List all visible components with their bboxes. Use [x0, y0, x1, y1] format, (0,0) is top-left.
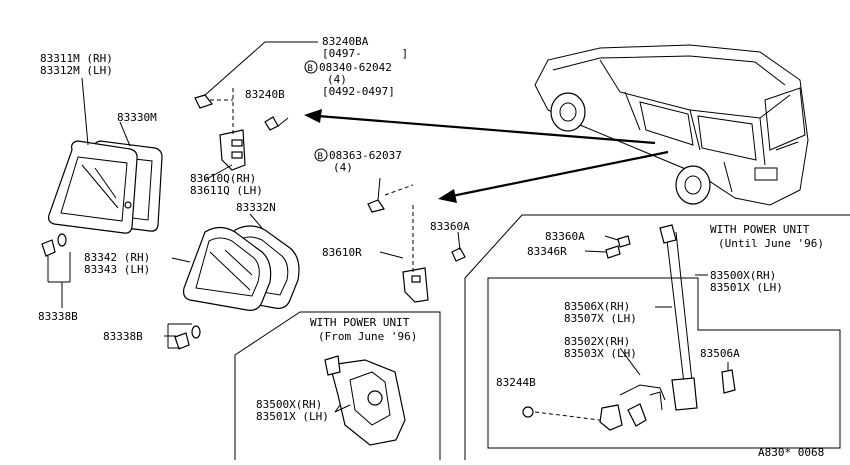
label-83501x-a: 83501X (LH): [710, 281, 783, 294]
power-until-title: WITH POWER UNIT: [710, 223, 810, 236]
label-83312m: 83312M (LH): [40, 64, 113, 77]
label-83501x-b: 83501X (LH): [256, 410, 329, 423]
bolt-b-lower: B: [318, 152, 323, 162]
label-83610r: 83610R: [322, 246, 362, 259]
label-83244b: 83244B: [496, 376, 536, 389]
rear-quarter-glass-assembly: [183, 225, 300, 311]
label-83332n: 83332N: [236, 201, 276, 214]
label-83240ba-date: [0497- ]: [322, 47, 408, 60]
label-83502x: 83502X(RH): [564, 335, 630, 348]
bolt-b-upper: B: [308, 64, 313, 74]
label-83338b-a: 83338B: [38, 310, 78, 323]
label-08340-qty: (4): [327, 73, 347, 86]
label-83330m: 83330M: [117, 111, 157, 124]
callout-arrows: [304, 109, 669, 203]
label-83503x: 83503X (LH): [564, 347, 637, 360]
clip-83338b-a: [41, 233, 71, 308]
label-83506x: 83506X(RH): [564, 300, 630, 313]
upper-hinge-bracket: [194, 41, 318, 171]
label-83500x-a: 83500X(RH): [710, 269, 776, 282]
label-08363: 08363-62037: [329, 149, 402, 162]
label-83360a-b: 83360A: [545, 230, 585, 243]
label-83346r: 83346R: [527, 245, 567, 258]
power-unit-from-box: [234, 311, 441, 460]
label-83338b-b: 83338B: [103, 330, 143, 343]
label-83342: 83342 (RH): [84, 251, 150, 264]
label-83360a-a: 83360A: [430, 220, 470, 233]
leader-lines: [81, 77, 341, 413]
quarter-glass-assembly: [47, 140, 163, 234]
power-unit-until-box: [464, 214, 850, 460]
label-08340: 08340-62042: [319, 61, 392, 74]
power-until-note: (Until June '96): [718, 237, 824, 250]
power-from-note: (From June '96): [318, 330, 417, 343]
arrow-head-upper: [304, 109, 322, 123]
label-83610q: 83610Q(RH): [190, 172, 256, 185]
lower-hinge-bracket: [367, 177, 466, 303]
power-from-title: WITH POWER UNIT: [310, 316, 410, 329]
diagram-code: A830* 0068: [758, 446, 824, 459]
bolt-b-marker-upper: [304, 60, 318, 74]
label-08363-qty: (4): [333, 161, 353, 174]
bolt-b-marker-lower: [314, 148, 328, 162]
label-83240ba: 83240BA: [322, 35, 369, 48]
label-83240b: 83240B: [245, 88, 285, 101]
part-labels: 83311M (RH) 83312M (LH) 83330M 83338B 83…: [38, 35, 783, 423]
arrow-head-lower: [438, 189, 457, 203]
label-83500x-b: 83500X(RH): [256, 398, 322, 411]
clip-83338b-b: [164, 323, 201, 350]
box-titles: WITH POWER UNIT (Until June '96) WITH PO…: [310, 223, 824, 343]
vehicle-illustration: [534, 44, 809, 206]
label-83507x: 83507X (LH): [564, 312, 637, 325]
label-83506a: 83506A: [700, 347, 740, 360]
label-83311m: 83311M (RH): [40, 52, 113, 65]
label-08340-date: [0492-0497]: [322, 85, 395, 98]
label-83343: 83343 (LH): [84, 263, 150, 276]
label-83611q: 83611Q (LH): [190, 184, 263, 197]
